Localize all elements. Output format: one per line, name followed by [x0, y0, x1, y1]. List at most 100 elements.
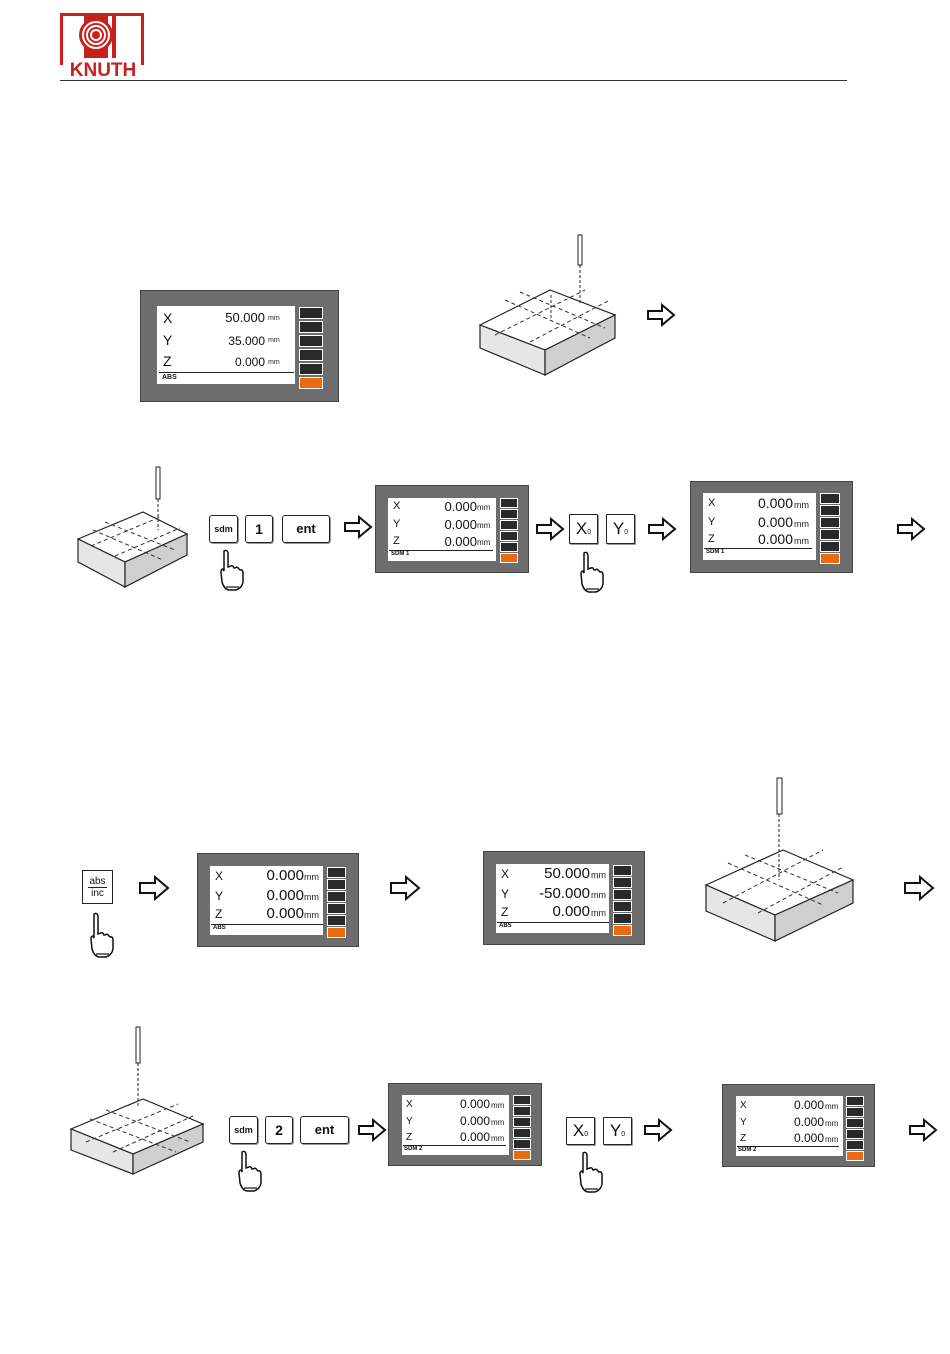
knuth-logo: KNUTH [60, 13, 146, 81]
axis-y-label: Y [215, 889, 224, 903]
softkey-active[interactable] [513, 1150, 531, 1160]
x-value: 0.000 [459, 1097, 490, 1111]
softkey-active[interactable] [299, 377, 323, 389]
arrow-right-icon [390, 874, 421, 902]
pointing-hand-icon [579, 1151, 603, 1193]
dro-display-2: X 0.000 mm Y 0.000 mm Z 0.000 mm SDM 1 [375, 485, 529, 573]
softkey[interactable] [513, 1095, 531, 1105]
softkey[interactable] [820, 529, 840, 540]
x-zero-key[interactable]: X0 [569, 514, 598, 544]
enter-key[interactable]: ent [300, 1116, 349, 1144]
softkey[interactable] [327, 915, 346, 926]
abs-label: abs [88, 872, 107, 888]
y-unit: mm [825, 1119, 839, 1128]
softkey[interactable] [820, 493, 840, 504]
arrow-right-icon [536, 516, 565, 542]
logo-spiral-icon [79, 16, 116, 58]
softkey[interactable] [846, 1140, 864, 1150]
softkey[interactable] [500, 509, 518, 519]
softkey-active[interactable] [500, 553, 518, 563]
softkey[interactable] [513, 1139, 531, 1149]
mode-label: SDM 1 [391, 551, 410, 557]
x-zero-key[interactable]: X0 [566, 1117, 595, 1145]
z-unit: mm [304, 910, 319, 920]
end-mill-icon [577, 234, 583, 305]
axis-y-label: Y [708, 516, 716, 528]
softkey[interactable] [820, 505, 840, 516]
softkey[interactable] [846, 1118, 864, 1128]
abs-inc-key[interactable]: abs inc [82, 870, 113, 904]
mode-label: SDM 1 [706, 549, 725, 555]
y-value: 0.000 [266, 887, 304, 904]
softkey[interactable] [299, 307, 323, 319]
x-value: 0.000 [266, 867, 304, 884]
axis-z-label: Z [215, 907, 223, 921]
x-unit: mm [794, 500, 809, 510]
softkey[interactable] [327, 879, 346, 890]
dro-display-1: X 50.000 mm Y 35.000 mm Z 0.000 mm ABS [140, 290, 339, 402]
softkey[interactable] [613, 877, 632, 888]
z-unit: mm [825, 1135, 839, 1144]
softkey[interactable] [513, 1106, 531, 1116]
y-zero-label: Y [609, 1121, 622, 1140]
softkey-active[interactable] [820, 553, 840, 564]
workpiece-icon [478, 234, 617, 376]
sdm-key[interactable]: sdm [229, 1116, 258, 1144]
softkey[interactable] [327, 903, 346, 914]
softkey[interactable] [613, 865, 632, 876]
softkey[interactable] [846, 1129, 864, 1139]
x-zero-sub: 0 [584, 1131, 589, 1138]
softkey[interactable] [500, 542, 518, 552]
x-value: 0.000 [444, 499, 477, 514]
softkey[interactable] [613, 913, 632, 924]
softkey[interactable] [299, 363, 323, 375]
axis-x-label: X [393, 500, 401, 512]
softkey[interactable] [613, 901, 632, 912]
enter-key[interactable]: ent [282, 515, 330, 543]
x-value: 0.000 [793, 1098, 824, 1112]
mode-label: SDM 2 [404, 1146, 423, 1152]
softkey[interactable] [299, 349, 323, 361]
softkey[interactable] [513, 1128, 531, 1138]
softkey[interactable] [613, 889, 632, 900]
axis-x-label: X [740, 1100, 747, 1111]
sdm-key-label: sdm [214, 524, 233, 534]
softkey[interactable] [327, 867, 346, 878]
y-value: 0.000 [793, 1115, 824, 1129]
y-zero-sub: 0 [621, 1131, 626, 1138]
z-value: 0.000 [444, 534, 477, 549]
softkey[interactable] [846, 1096, 864, 1106]
softkey-active[interactable] [846, 1151, 864, 1161]
softkey[interactable] [820, 517, 840, 528]
softkey[interactable] [846, 1107, 864, 1117]
softkey[interactable] [500, 531, 518, 541]
softkey[interactable] [327, 891, 346, 902]
y-zero-key[interactable]: Y0 [603, 1117, 632, 1145]
digit-2-key[interactable]: 2 [265, 1116, 293, 1144]
axis-y-label: Y [163, 332, 173, 348]
softkey[interactable] [820, 541, 840, 552]
dro-display-3: X 0.000 mm Y 0.000 mm Z 0.000 mm SDM 1 [690, 481, 853, 573]
arrow-right-icon [648, 516, 677, 542]
softkey[interactable] [500, 520, 518, 530]
softkey[interactable] [513, 1117, 531, 1127]
axis-y-label: Y [740, 1117, 747, 1128]
workpiece-icon [76, 466, 189, 588]
softkey-active[interactable] [613, 925, 632, 936]
dro-display-4: X 0.000 mm Y 0.000 mm Z 0.000 mm ABS [197, 853, 359, 947]
arrow-right-icon [344, 514, 373, 540]
sdm-key[interactable]: sdm [209, 515, 238, 543]
softkey[interactable] [299, 321, 323, 333]
softkey-active[interactable] [327, 927, 346, 938]
digit-1-key[interactable]: 1 [245, 515, 273, 543]
softkey[interactable] [299, 335, 323, 347]
axis-x-label: X [215, 869, 224, 883]
arrow-right-icon [139, 874, 170, 902]
end-mill-icon [155, 466, 161, 530]
y-zero-key[interactable]: Y0 [606, 514, 635, 544]
y-zero-label: Y [612, 519, 625, 538]
softkey[interactable] [500, 498, 518, 508]
axis-z-label: Z [406, 1132, 413, 1143]
axis-z-label: Z [708, 533, 715, 545]
pointing-hand-icon [580, 551, 604, 593]
